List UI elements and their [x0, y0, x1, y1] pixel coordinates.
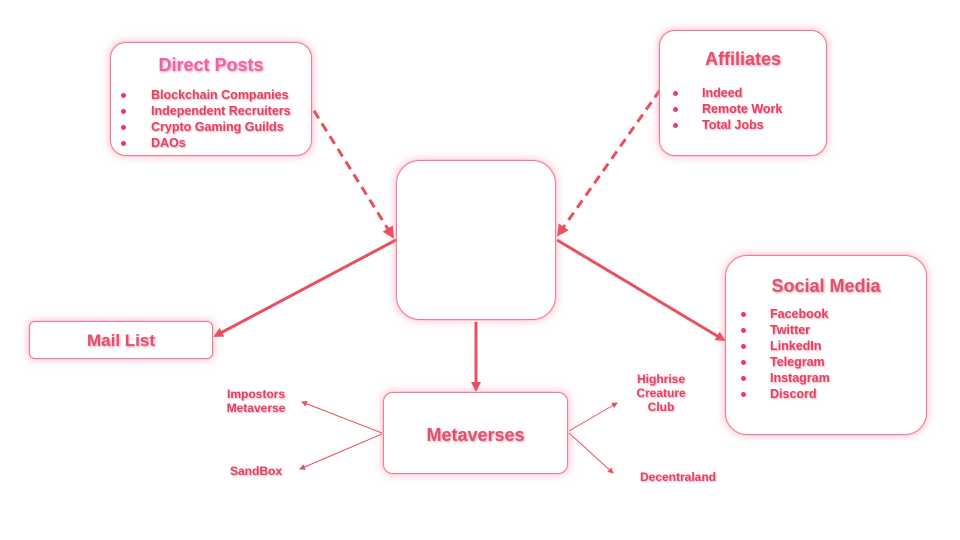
list-item: Facebook	[741, 306, 830, 322]
bullet-dot	[741, 360, 746, 365]
affiliates-title: Affiliates	[704, 49, 782, 69]
arrow-hub-to-social-media	[556, 238, 726, 342]
arrow-direct-posts-to-hub	[304, 97, 395, 239]
bullet-dot	[741, 312, 746, 317]
arrow-to-impostors	[301, 401, 383, 434]
central-hub-box	[396, 160, 556, 320]
list-item: Remote Work	[673, 101, 782, 117]
bullet-dot	[741, 328, 746, 333]
social-media-box: Social Media Facebook Twitter LinkedIn T…	[725, 255, 927, 435]
sandbox-label: SandBox	[229, 464, 282, 478]
bullet-dot	[673, 123, 678, 128]
arrow-to-highrise	[568, 402, 618, 432]
social-media-list: Facebook Twitter LinkedIn Telegram Insta…	[741, 306, 830, 402]
affiliates-list: Indeed Remote Work Total Jobs	[673, 85, 782, 133]
list-item: Blockchain Companies	[121, 87, 291, 103]
social-media-title: Social Media	[771, 276, 881, 296]
direct-posts-list: Blockchain Companies Independent Recruit…	[121, 87, 291, 151]
list-item: Twitter	[741, 322, 830, 338]
list-item: DAOs	[121, 135, 291, 151]
list-item: Instagram	[741, 370, 830, 386]
bullet-dot	[741, 392, 746, 397]
arrow-to-sandbox	[299, 433, 383, 470]
bullet-dot	[741, 344, 746, 349]
list-item: LinkedIn	[741, 338, 830, 354]
list-item: Indeed	[673, 85, 782, 101]
list-item: Crypto Gaming Guilds	[121, 119, 291, 135]
arrow-to-decentraland	[568, 432, 614, 474]
arrow-hub-to-mail-list	[213, 238, 397, 338]
mail-list-box: Mail List	[29, 321, 213, 359]
list-item: Telegram	[741, 354, 830, 370]
bullet-dot	[121, 125, 126, 130]
decentraland-label: Decentraland	[639, 470, 717, 484]
arrow-affiliates-to-hub	[556, 89, 662, 237]
direct-posts-box: Direct Posts Blockchain Companies Indepe…	[110, 42, 312, 156]
bullet-dot	[121, 109, 126, 114]
bullet-dot	[673, 91, 678, 96]
list-item: Discord	[741, 386, 830, 402]
metaverses-box: Metaverses	[383, 392, 568, 474]
bullet-dot	[121, 141, 126, 146]
bullet-dot	[741, 376, 746, 381]
bullet-dot	[121, 93, 126, 98]
list-item: Independent Recruiters	[121, 103, 291, 119]
direct-posts-title: Direct Posts	[158, 55, 264, 75]
highrise-creature-club-label: Highrise Creature Club	[636, 372, 686, 414]
impostors-metaverse-label: Impostors Metaverse	[226, 387, 286, 415]
list-item: Total Jobs	[673, 117, 782, 133]
metaverses-title: Metaverses	[426, 425, 525, 445]
affiliates-box: Affiliates Indeed Remote Work Total Jobs	[659, 30, 827, 156]
bullet-dot	[673, 107, 678, 112]
mail-list-title: Mail List	[86, 331, 155, 350]
